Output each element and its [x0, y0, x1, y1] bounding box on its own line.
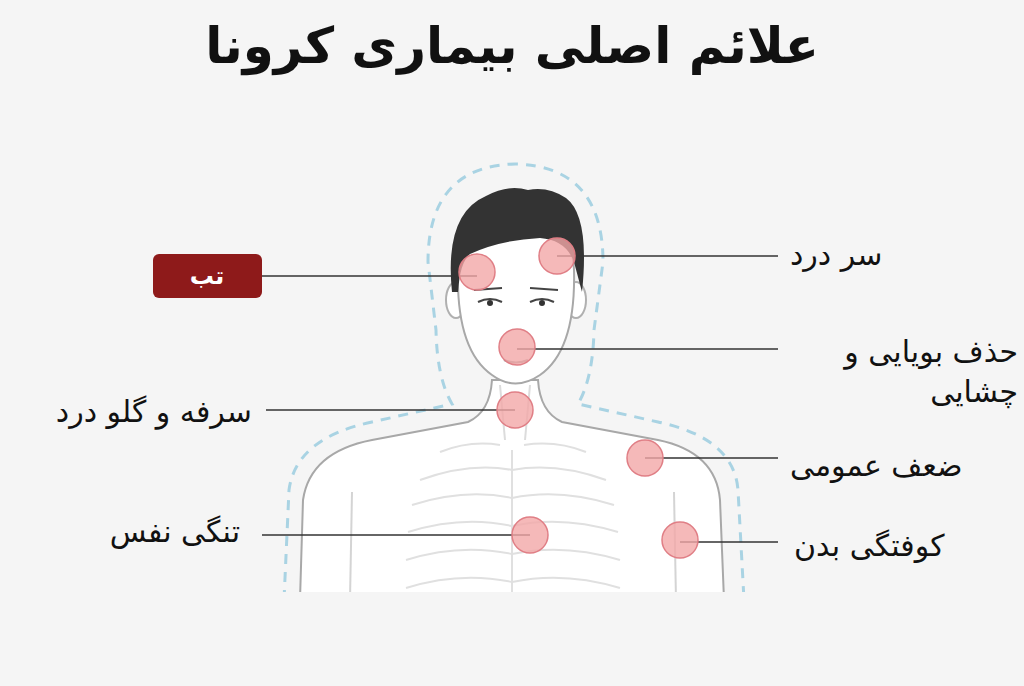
torso	[300, 380, 724, 592]
symptom-badge: تب	[153, 254, 262, 298]
symptom-label: حذف بویایی و چشایی	[790, 332, 1018, 413]
ribcage	[406, 444, 620, 592]
badge-text: تب	[190, 262, 224, 291]
eyes	[474, 288, 558, 302]
symptom-label: سرفه و گلو درد	[56, 392, 252, 433]
symptom-label: کوفتگی بدن	[794, 526, 944, 567]
dashed-outline	[284, 164, 744, 592]
leader-lines	[262, 256, 778, 542]
eye	[487, 300, 493, 306]
symptom-spots	[459, 238, 698, 558]
symptom-label: تنگی نفس	[110, 512, 240, 553]
arm-line	[350, 492, 352, 592]
title: علائم اصلی بیماری کرونا	[0, 14, 1024, 79]
hair	[451, 188, 584, 292]
symptom-label: ضعف عمومی	[790, 446, 962, 487]
eye	[539, 300, 545, 306]
symptom-label: سر درد	[790, 235, 882, 276]
